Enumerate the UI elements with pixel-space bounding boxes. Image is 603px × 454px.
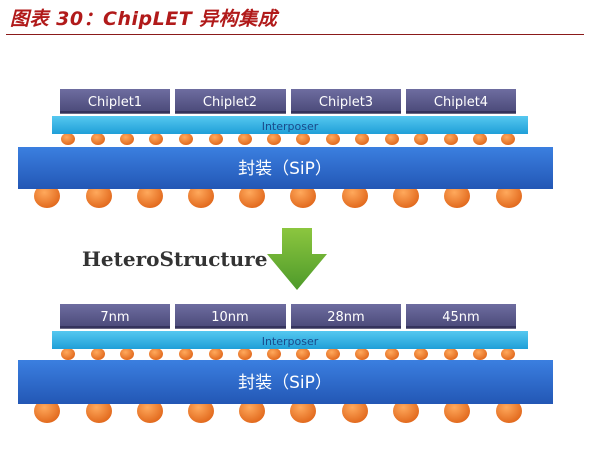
bottom-package-substrate [18,360,553,404]
bottom-interposer-label: Interposer [262,335,319,348]
bottom-solder-ball-3 [137,399,163,423]
top-micro-bump-2 [91,133,105,145]
bottom-micro-bump-1 [61,348,75,360]
bottom-solder-ball-5 [239,399,265,423]
bottom-micro-bump-4 [149,348,163,360]
bottom-micro-bump-15 [473,348,487,360]
top-solder-ball-2 [86,184,112,208]
top-solder-ball-5 [239,184,265,208]
bottom-micro-bump-14 [444,348,458,360]
top-micro-bump-9 [296,133,310,145]
bottom-solder-ball-6 [290,399,316,423]
top-chip-3: Chiplet3 [291,89,401,114]
top-chip-1: Chiplet1 [60,89,170,114]
top-chip-3-label: Chiplet3 [319,95,373,110]
bottom-solder-ball-7 [342,399,368,423]
top-interposer-label: Interposer [262,120,319,133]
bottom-stack: 封装（SiP） Interposer 7nm 10nm 28nm [18,304,553,423]
arrow-label: HeteroStructure [82,247,267,271]
bottom-micro-bump-2 [91,348,105,360]
transform-arrow: HeteroStructure [82,228,327,290]
top-micro-bump-5 [179,133,193,145]
top-micro-bump-1 [61,133,75,145]
top-micro-bump-13 [414,133,428,145]
bottom-solder-ball-9 [444,399,470,423]
bottom-micro-bump-13 [414,348,428,360]
down-arrow-icon [267,228,327,290]
bottom-micro-bump-8 [267,348,281,360]
bottom-chip-1: 7nm [60,304,170,329]
top-micro-bump-3 [120,133,134,145]
bottom-interposer [52,331,528,349]
bottom-solder-balls [34,399,522,423]
top-micro-bump-6 [209,133,223,145]
top-stack: 封装（SiP） Interposer Chiplet1 Chiplet2 Chi… [18,89,553,208]
bottom-micro-bump-9 [296,348,310,360]
bottom-chip-3: 28nm [291,304,401,329]
top-micro-bump-14 [444,133,458,145]
top-micro-bumps [61,133,515,145]
bottom-micro-bump-7 [238,348,252,360]
bottom-package-label: 封装（SiP） [238,373,332,393]
top-solder-ball-10 [496,184,522,208]
top-solder-ball-4 [188,184,214,208]
bottom-micro-bump-16 [501,348,515,360]
top-chip-2: Chiplet2 [175,89,286,114]
top-chip-2-label: Chiplet2 [203,95,257,110]
bottom-chip-row: 7nm 10nm 28nm 45nm [60,304,516,329]
top-micro-bump-11 [355,133,369,145]
bottom-chip-3-label: 28nm [327,310,364,325]
bottom-micro-bumps [61,348,515,360]
bottom-chip-2-label: 10nm [211,310,248,325]
top-package-substrate [18,147,553,189]
top-solder-ball-7 [342,184,368,208]
top-micro-bump-15 [473,133,487,145]
top-micro-bump-7 [238,133,252,145]
bottom-solder-ball-10 [496,399,522,423]
top-package-label: 封装（SiP） [238,159,332,179]
top-solder-ball-3 [137,184,163,208]
bottom-micro-bump-10 [326,348,340,360]
top-solder-ball-9 [444,184,470,208]
bottom-chip-1-label: 7nm [100,310,129,325]
top-solder-ball-1 [34,184,60,208]
top-solder-ball-6 [290,184,316,208]
top-chip-4: Chiplet4 [406,89,516,114]
top-chip-row: Chiplet1 Chiplet2 Chiplet3 Chiplet4 [60,89,516,114]
bottom-chip-2: 10nm [175,304,286,329]
top-micro-bump-10 [326,133,340,145]
top-micro-bump-16 [501,133,515,145]
top-micro-bump-8 [267,133,281,145]
bottom-micro-bump-11 [355,348,369,360]
figure-title: 图表 30：ChipLET 异构集成 [10,8,278,30]
bottom-micro-bump-5 [179,348,193,360]
bottom-micro-bump-3 [120,348,134,360]
top-micro-bump-12 [385,133,399,145]
top-solder-balls [34,184,522,208]
top-micro-bump-4 [149,133,163,145]
bottom-solder-ball-1 [34,399,60,423]
top-chip-4-label: Chiplet4 [434,95,488,110]
bottom-solder-ball-4 [188,399,214,423]
title-divider [6,34,584,35]
bottom-micro-bump-6 [209,348,223,360]
bottom-micro-bump-12 [385,348,399,360]
top-chip-1-label: Chiplet1 [88,95,142,110]
bottom-solder-ball-2 [86,399,112,423]
bottom-chip-4: 45nm [406,304,516,329]
bottom-solder-ball-8 [393,399,419,423]
top-interposer [52,116,528,134]
top-solder-ball-8 [393,184,419,208]
bottom-chip-4-label: 45nm [442,310,479,325]
